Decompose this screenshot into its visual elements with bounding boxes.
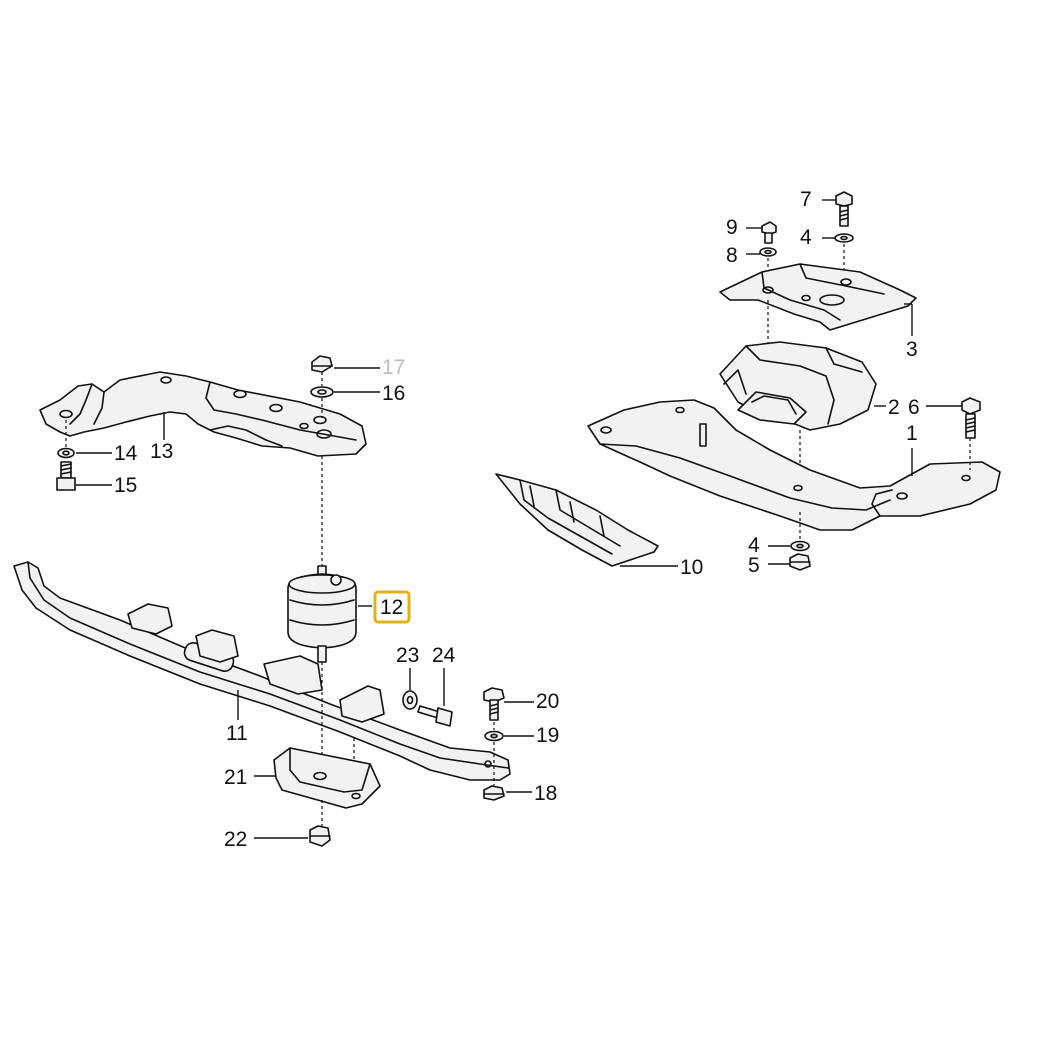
- part-22-nut: [309, 825, 331, 847]
- callout-9: 9: [726, 216, 738, 239]
- callout-17: 17: [382, 356, 405, 379]
- callout-10: 10: [680, 556, 703, 579]
- callout-15: 15: [114, 474, 137, 497]
- part-23-washer: [402, 690, 418, 710]
- highlight-box: [373, 590, 411, 624]
- callout-12: 12: [380, 596, 403, 619]
- part-20-bolt: [483, 687, 505, 721]
- callout-18: 18: [534, 782, 557, 805]
- callout-22: 22: [224, 828, 247, 851]
- callout-19: 19: [536, 724, 559, 747]
- part-18-nut: [483, 785, 505, 801]
- callout-5: 5: [748, 554, 760, 577]
- part-11-crossmember: [13, 561, 511, 790]
- callout-13: 13: [150, 440, 173, 463]
- part-9-bolt: [761, 221, 777, 244]
- callout-8: 8: [726, 244, 738, 267]
- part-2-mount-block: [719, 341, 877, 476]
- part-7-bolt: [835, 191, 853, 227]
- part-10-heat-shield: [495, 473, 659, 567]
- callout-16: 16: [382, 382, 405, 405]
- callout-11: 11: [226, 722, 248, 745]
- part-3-top-plate: [719, 263, 917, 331]
- callout-24: 24: [432, 644, 456, 667]
- part-14-washer: [57, 447, 75, 459]
- part-4-washer-top: [834, 233, 854, 243]
- part-6-bolt: [961, 397, 981, 439]
- callout-1: 1: [906, 422, 918, 445]
- part-17-nut: [311, 355, 333, 373]
- leader-lines: [76, 199, 962, 839]
- callout-4-top: 4: [800, 226, 812, 249]
- callout-20: 20: [536, 690, 559, 713]
- part-1-crossmember: [587, 399, 1001, 540]
- part-16-washer: [310, 386, 334, 398]
- callout-23: 23: [396, 644, 419, 667]
- part-5-nut: [789, 553, 811, 571]
- part-4-washer-bottom: [790, 540, 810, 552]
- callout-6: 6: [908, 396, 920, 419]
- part-8-washer: [759, 247, 777, 257]
- part-21-saddle-bracket: [273, 747, 381, 809]
- part-15-bolt: [56, 461, 76, 491]
- callout-4-bottom: 4: [748, 534, 760, 557]
- callout-7: 7: [800, 188, 812, 211]
- callout-14: 14: [114, 442, 138, 465]
- callout-labels: 1 2 3 4 4 5 6 7 8 9 10 11 12 13 14 15 16…: [114, 188, 920, 851]
- part-12-rubber-mount: [287, 565, 357, 663]
- callout-2: 2: [888, 396, 900, 419]
- callout-21: 21: [224, 766, 247, 789]
- part-24-bolt: [417, 705, 453, 727]
- part-13-bracket: [39, 371, 367, 457]
- callout-3: 3: [906, 338, 918, 361]
- part-19-washer: [484, 730, 504, 742]
